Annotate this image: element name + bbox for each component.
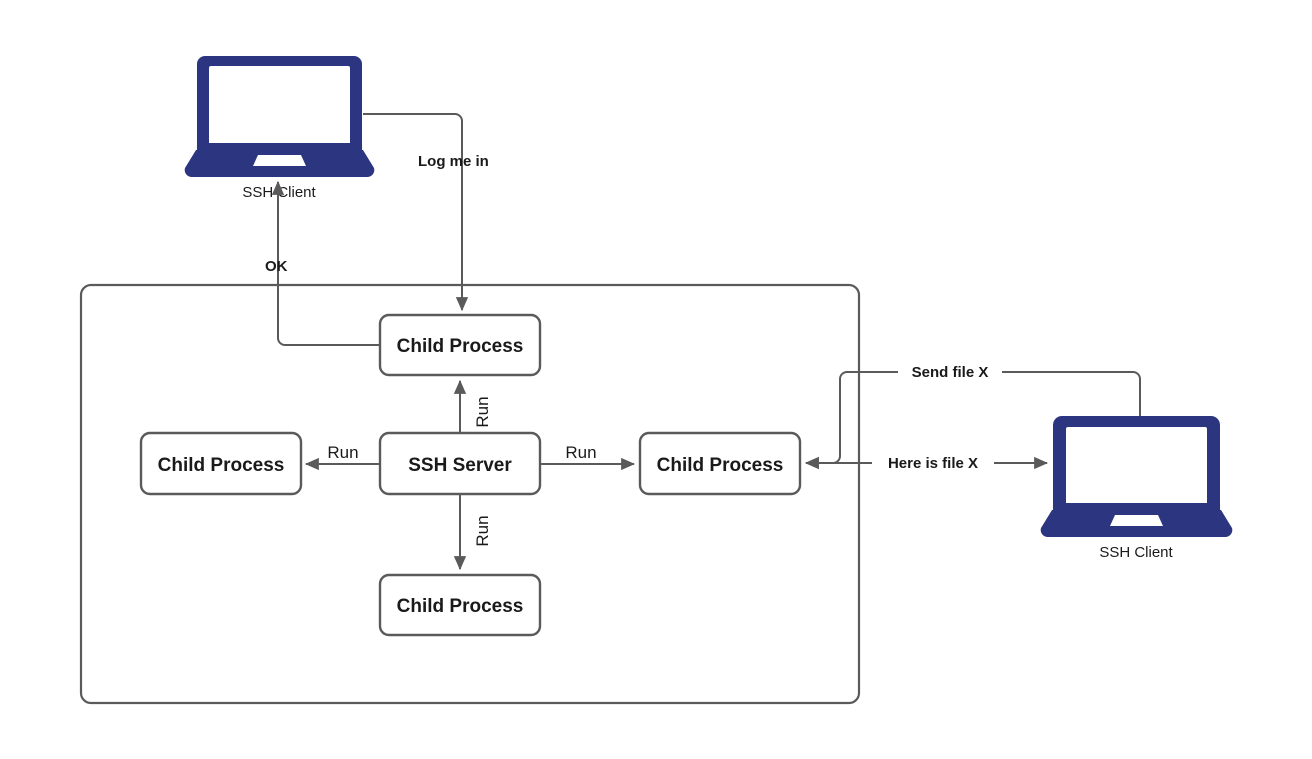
label-here-is-file-x: Here is file X [872, 453, 994, 472]
edge-ok [271, 180, 380, 346]
child-process-right-label: Child Process [657, 455, 784, 476]
ssh-server-label: SSH Server [408, 455, 512, 476]
child-process-top[interactable]: Child Process [378, 313, 542, 377]
svg-text:Run: Run [473, 515, 492, 546]
child-process-top-label: Child Process [397, 336, 524, 357]
svg-text:Run: Run [327, 443, 358, 462]
label-send-file-x: Send file X [898, 362, 1002, 381]
child-process-left[interactable]: Child Process [139, 431, 303, 496]
svg-text:Log me in: Log me in [418, 153, 489, 170]
svg-text:Run: Run [565, 443, 596, 462]
label-log-me-in: Log me in [418, 153, 489, 170]
child-process-left-label: Child Process [158, 455, 285, 476]
edge-log-me-in [363, 113, 469, 312]
server-host-container [79, 283, 861, 705]
svg-text:OK: OK [265, 258, 288, 275]
child-process-bottom-label: Child Process [397, 596, 524, 617]
label-ok: OK [265, 258, 288, 275]
ssh-client-right-laptop-icon [1040, 416, 1233, 537]
svg-text:Send file X: Send file X [912, 364, 989, 381]
child-process-right[interactable]: Child Process [638, 431, 802, 496]
svg-text:Run: Run [473, 396, 492, 427]
label-run-up: Run [473, 396, 492, 427]
ssh-server-box[interactable]: SSH Server [378, 431, 542, 496]
child-process-bottom[interactable]: Child Process [378, 573, 542, 637]
label-run-right: Run [565, 443, 596, 462]
ssh-client-top-laptop-icon [184, 56, 375, 177]
ssh-client-top-caption: SSH Client [242, 184, 316, 201]
label-run-down: Run [473, 515, 492, 546]
ssh-client-right-caption: SSH Client [1099, 544, 1173, 561]
svg-text:Here is file X: Here is file X [888, 455, 978, 472]
label-run-left: Run [327, 443, 358, 462]
